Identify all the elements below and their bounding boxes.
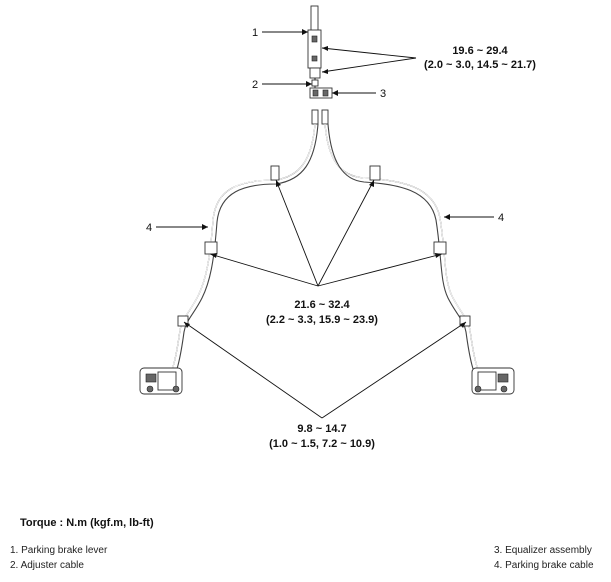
legend-item-2: 2. Adjuster cable: [10, 560, 84, 571]
callout-4-right: 4: [498, 212, 504, 224]
callout-3: 3: [380, 88, 386, 100]
parking-brake-lever: [307, 5, 322, 79]
parking-brake-diagram: 1 2 3 4 4 19.6 ~ 29.4 (2.0 ~ 3.0, 14.5 ~…: [139, 5, 536, 450]
callout-4-left: 4: [146, 222, 152, 234]
callout-2: 2: [252, 79, 258, 91]
torque-top-nm: 19.6 ~ 29.4: [452, 45, 508, 57]
torque-units-heading: Torque : N.m (kgf.m, lb-ft): [20, 517, 154, 529]
torque-middle-nm: 21.6 ~ 32.4: [294, 299, 350, 311]
torque-bottom-nm: 9.8 ~ 14.7: [297, 423, 346, 435]
torque-middle-alt: (2.2 ~ 3.3, 15.9 ~ 23.9): [266, 314, 378, 326]
legend-item-4: 4. Parking brake cable: [494, 560, 594, 571]
torque-bottom-alt: (1.0 ~ 1.5, 7.2 ~ 10.9): [269, 438, 375, 450]
left-brake-caliper: [139, 367, 183, 395]
torque-leaders: [183, 46, 467, 419]
callout-leaders: [156, 29, 494, 230]
torque-top-alt: (2.0 ~ 3.0, 14.5 ~ 21.7): [424, 59, 536, 71]
callout-1: 1: [252, 27, 258, 39]
legend-item-1: 1. Parking brake lever: [10, 545, 108, 556]
right-brake-caliper: [471, 367, 515, 395]
legend-item-3: 3. Equalizer assembly: [494, 545, 592, 556]
adjuster-cable: [311, 78, 319, 88]
parking-brake-cables: [167, 123, 483, 383]
equalizer-assembly: [309, 87, 333, 125]
